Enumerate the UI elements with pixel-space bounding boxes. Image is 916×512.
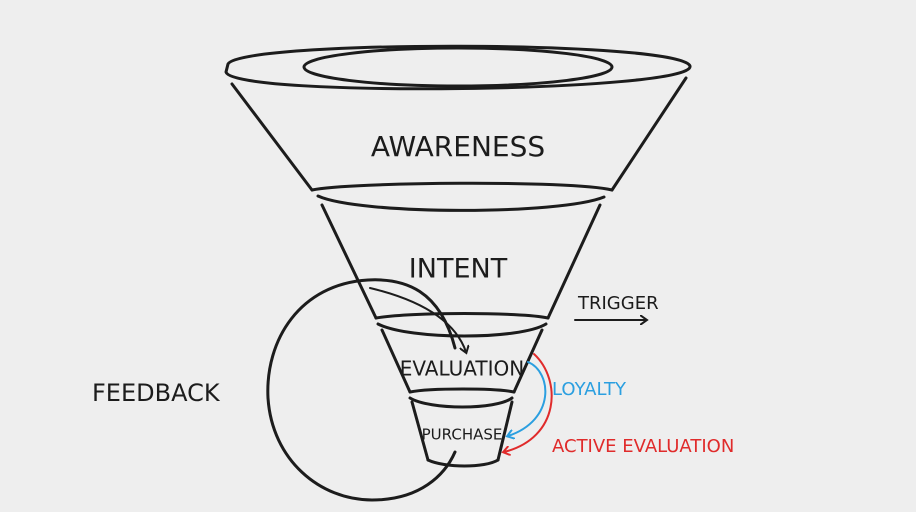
funnel-rim-inner bbox=[302, 46, 614, 88]
stage-label-awareness: AWARENESS bbox=[371, 130, 545, 163]
stage-label-purchase: PURCHASE bbox=[422, 426, 503, 444]
funnel-stage-intent: INTENT bbox=[320, 203, 602, 338]
funnel-cone-purchase bbox=[410, 400, 514, 462]
stage-label-evaluation: EVALUATION bbox=[400, 357, 524, 381]
funnel-stage-purchase: PURCHASE bbox=[410, 400, 514, 468]
funnel-band-awareness-lower bbox=[316, 194, 606, 212]
funnel-band-intent-bottom bbox=[374, 312, 550, 320]
active-evaluation-arrow bbox=[504, 353, 553, 452]
funnel-band-evaluation-bottom bbox=[408, 387, 516, 394]
funnel-band-purchase-bottom bbox=[426, 458, 500, 468]
funnel-band-awareness-bottom bbox=[310, 181, 614, 192]
stage-label-intent: INTENT bbox=[409, 254, 508, 285]
funnel-cone-evaluation bbox=[380, 328, 544, 394]
funnel-cone-awareness bbox=[230, 76, 688, 192]
funnel-stage-evaluation: EVALUATION bbox=[380, 328, 544, 409]
loyalty-label: LOYALTY bbox=[552, 379, 627, 400]
funnel-band-evaluation-lower bbox=[408, 396, 514, 409]
feedback-label: FEEDBACK bbox=[92, 379, 221, 407]
feedback-arrow bbox=[369, 287, 466, 352]
loyalty-arrow bbox=[508, 361, 547, 436]
trigger-label: TRIGGER bbox=[577, 293, 659, 314]
funnel-cone-intent bbox=[320, 203, 602, 320]
funnel-stage-awareness: AWARENESS bbox=[224, 44, 692, 212]
funnel-band-intent-lower bbox=[376, 322, 548, 338]
active-evaluation-label: ACTIVE EVALUATION bbox=[552, 436, 734, 457]
funnel-rim-outer bbox=[224, 44, 692, 91]
feedback-loop-circle bbox=[266, 278, 457, 502]
